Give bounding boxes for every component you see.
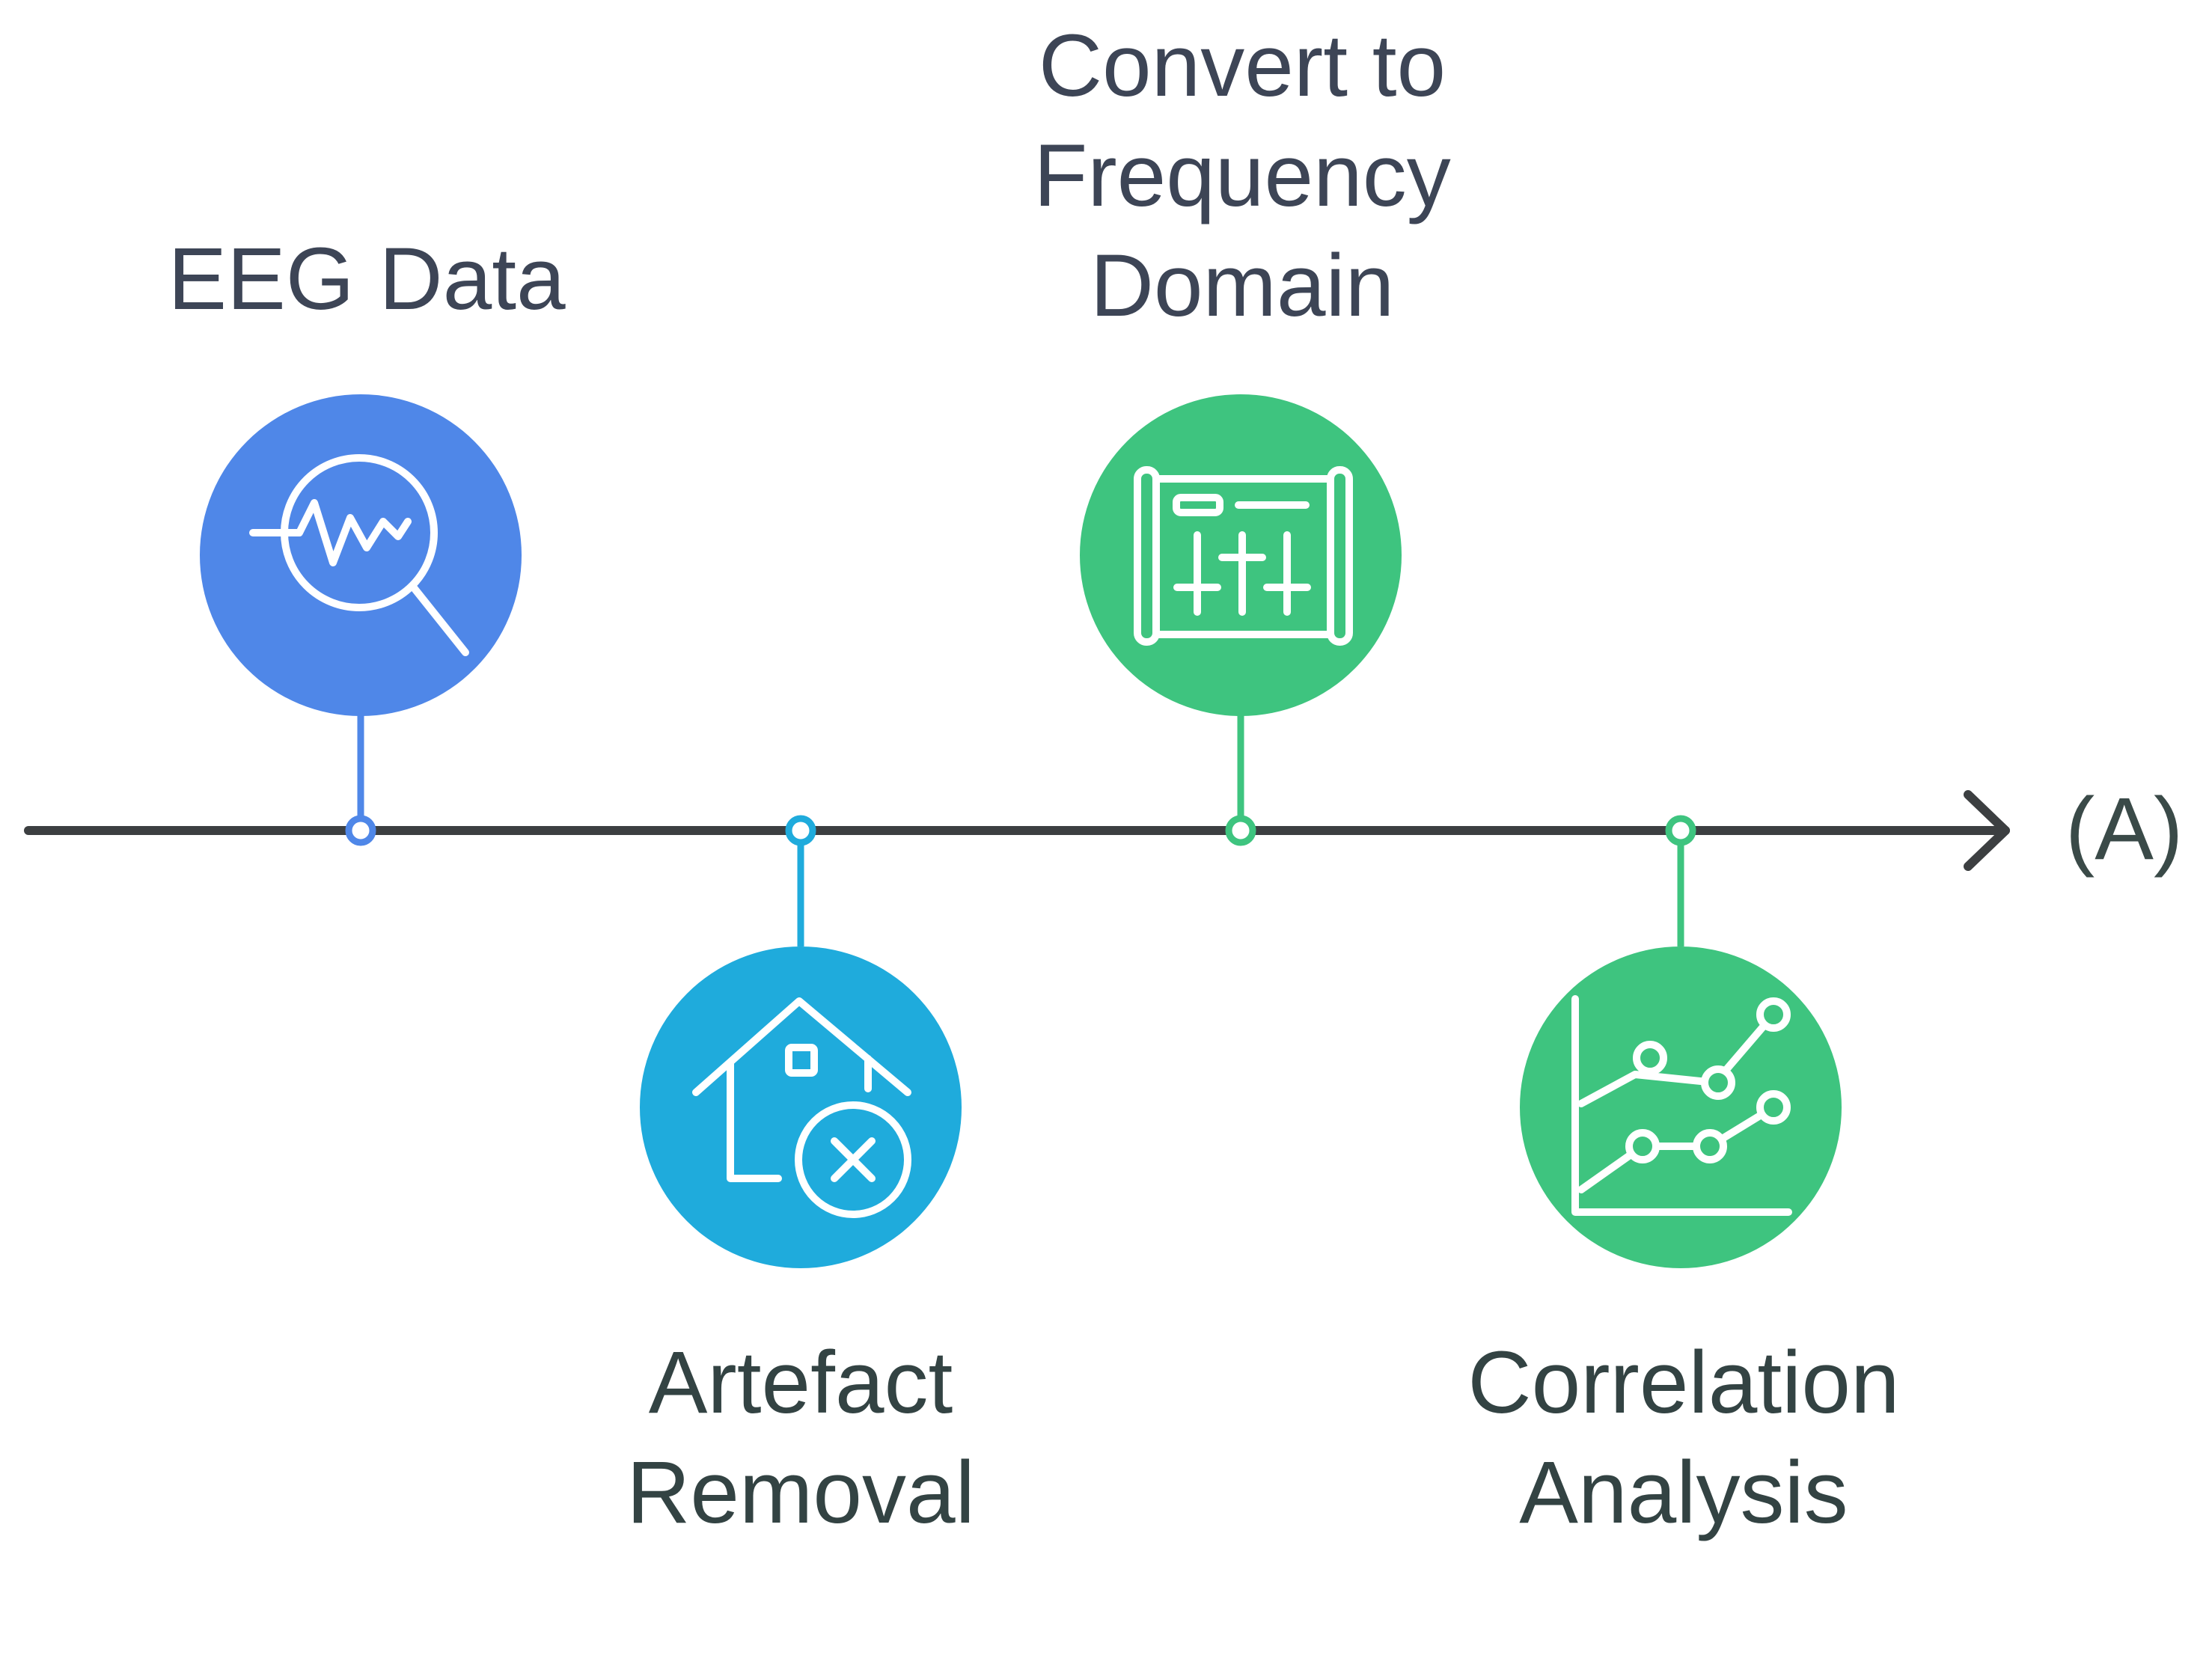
step-freq	[1080, 394, 1402, 846]
step-freq-label: Convert to Frequency Domain	[1033, 16, 1451, 335]
line-chart-icon	[1571, 995, 1792, 1216]
step-freq-marker	[1225, 815, 1256, 846]
step-corr	[1520, 815, 1842, 1268]
step-eeg-label: EEG Data	[168, 230, 566, 328]
step-artefact-marker	[785, 815, 816, 846]
step-eeg-marker	[345, 815, 376, 846]
equalizer-panel-icon	[1134, 466, 1353, 646]
step-corr-label: Correlation Analysis	[1467, 1333, 1900, 1542]
step-eeg-circle	[200, 394, 522, 716]
house-remove-icon	[692, 997, 911, 1218]
step-artefact-circle	[640, 946, 962, 1268]
step-eeg	[200, 394, 522, 846]
step-artefact	[640, 815, 962, 1268]
eeg-search-icon	[249, 454, 469, 656]
timeline-arrowhead	[1964, 790, 2010, 871]
step-artefact-label: Artefact Removal	[626, 1333, 975, 1542]
step-corr-marker	[1665, 815, 1696, 846]
step-corr-circle	[1520, 946, 1842, 1268]
axis-label: (A)	[2065, 780, 2184, 878]
